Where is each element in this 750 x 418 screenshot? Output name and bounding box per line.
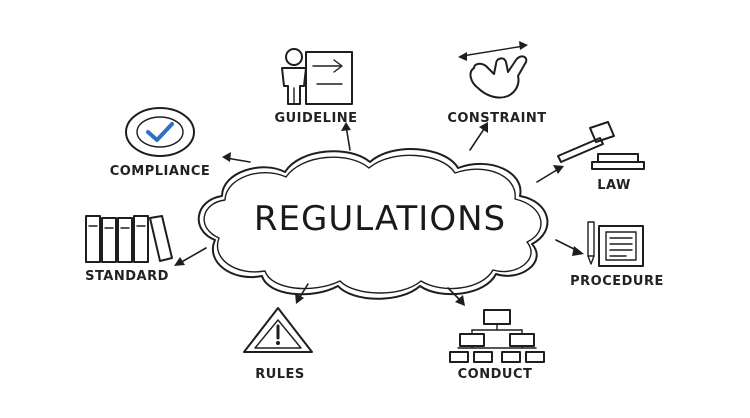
center-cloud: REGULATIONS bbox=[197, 148, 549, 300]
label-compliance: COMPLIANCE bbox=[110, 164, 211, 179]
node-compliance: COMPLIANCE bbox=[110, 107, 211, 179]
hand-gesture-icon bbox=[458, 41, 528, 99]
gavel-icon bbox=[557, 121, 645, 170]
arrow-constraint bbox=[469, 125, 487, 151]
node-conduct: CONDUCT bbox=[449, 309, 545, 382]
node-rules: RULES bbox=[243, 307, 313, 382]
label-standard: STANDARD bbox=[85, 269, 169, 284]
warning-icon bbox=[243, 307, 313, 353]
label-rules: RULES bbox=[255, 367, 305, 382]
door-exit-icon bbox=[281, 48, 353, 105]
document-icon bbox=[587, 221, 644, 267]
node-guideline: GUIDELINE bbox=[274, 48, 357, 126]
connector-arrows bbox=[174, 122, 584, 306]
label-constraint: CONSTRAINT bbox=[447, 111, 546, 126]
node-procedure: PROCEDURE bbox=[570, 221, 664, 289]
label-procedure: PROCEDURE bbox=[570, 274, 664, 289]
label-guideline: GUIDELINE bbox=[274, 111, 357, 126]
binders-icon bbox=[85, 215, 173, 263]
node-law: LAW bbox=[557, 121, 645, 193]
check-badge-icon bbox=[125, 107, 195, 157]
org-chart-icon bbox=[449, 309, 545, 363]
label-law: LAW bbox=[597, 178, 631, 193]
center-label: REGULATIONS bbox=[254, 199, 506, 239]
node-standard: STANDARD bbox=[85, 215, 173, 284]
label-conduct: CONDUCT bbox=[458, 367, 533, 382]
node-constraint: CONSTRAINT bbox=[447, 41, 546, 126]
